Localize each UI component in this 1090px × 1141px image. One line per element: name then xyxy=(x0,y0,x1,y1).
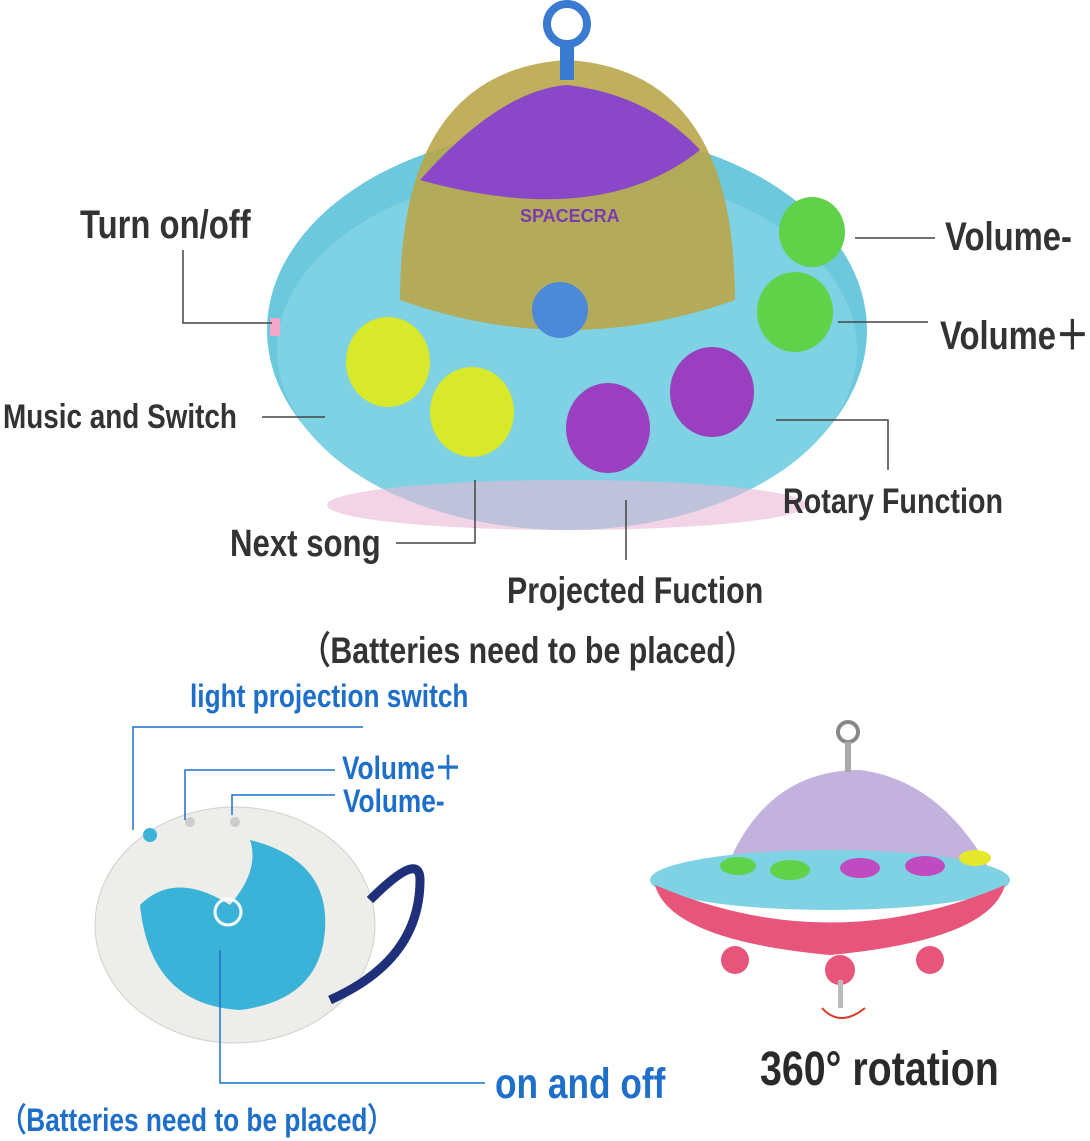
label-music-and-switch: Music and Switch xyxy=(3,398,237,436)
power-icon xyxy=(213,897,243,927)
label-remote-volume-plus: Volume＋ xyxy=(342,750,462,786)
ufo-toy-side-view xyxy=(650,720,1010,1019)
label-remote-volume-minus: Volume- xyxy=(343,783,445,819)
label-next-song: Next song xyxy=(230,523,381,565)
light-switch-icon xyxy=(143,828,157,842)
volume-plus-button xyxy=(757,272,833,352)
next-song-button xyxy=(430,367,514,457)
rotary-button xyxy=(670,347,754,437)
label-rotary-function: Rotary Function xyxy=(783,482,1004,521)
connector-lines-top xyxy=(182,237,935,560)
rotation-arrow-icon xyxy=(821,1007,866,1019)
label-volume-plus: Volume＋ xyxy=(940,314,1089,358)
ufo-toy-top-view: SPACECRA xyxy=(267,0,867,530)
remote-control xyxy=(94,806,425,1044)
hanging-ring xyxy=(543,0,591,48)
music-button xyxy=(346,317,430,407)
label-360-rotation: 360° rotation xyxy=(760,1043,999,1096)
label-batteries-note-top: （Batteries need to be placed） xyxy=(300,630,756,671)
volume-minus-button xyxy=(779,197,845,267)
projection-button xyxy=(566,383,650,473)
lanyard-strap xyxy=(328,864,425,1005)
label-turn-on-off: Turn on/off xyxy=(80,203,251,247)
label-batteries-note-remote: （Batteries need to be placed） xyxy=(0,1102,394,1138)
connector-lines-remote xyxy=(132,726,485,1084)
label-light-projection-switch: light projection switch xyxy=(190,678,469,714)
toy-print: SPACECRA xyxy=(520,206,620,226)
label-on-and-off: on and off xyxy=(495,1060,666,1108)
label-projected-function: Projected Fuction xyxy=(507,570,764,611)
label-volume-minus: Volume- xyxy=(945,215,1072,259)
